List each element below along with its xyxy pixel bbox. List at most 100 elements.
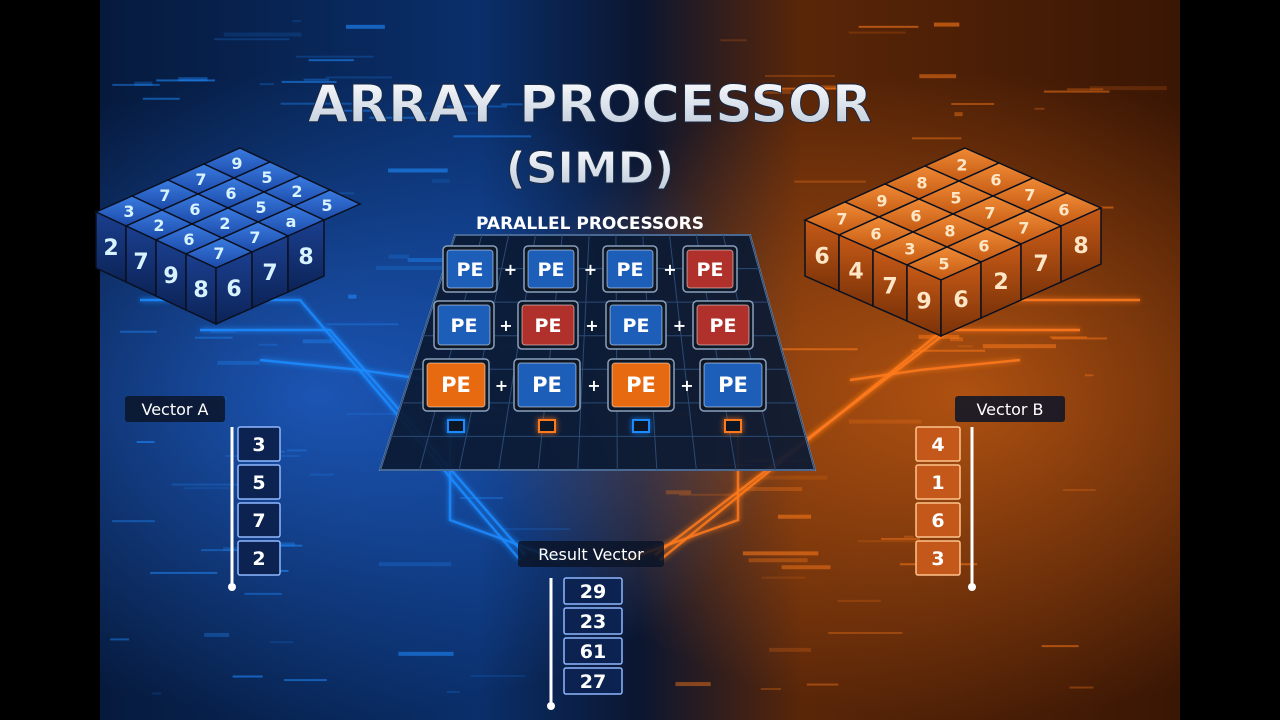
cube-value: 6 <box>189 200 200 219</box>
data-streak <box>949 337 964 342</box>
cube-value: 8 <box>193 278 208 303</box>
data-streak <box>303 78 330 81</box>
cube-value: 7 <box>984 204 995 223</box>
data-streak <box>912 137 962 140</box>
cube-value: 6 <box>953 288 968 313</box>
platform-gridline <box>749 234 816 471</box>
data-streak <box>500 528 571 531</box>
cube-value: 5 <box>261 168 272 187</box>
data-streak <box>470 674 526 677</box>
data-streak <box>312 109 374 112</box>
data-streak <box>982 344 1057 349</box>
data-streak <box>309 473 334 476</box>
data-streak <box>136 441 155 444</box>
data-streak <box>259 83 274 86</box>
data-streak <box>348 294 357 299</box>
pe-output-port <box>724 419 742 433</box>
data-streak <box>142 97 180 100</box>
data-streak <box>398 651 454 656</box>
data-streak <box>794 180 866 183</box>
data-streak <box>748 558 808 563</box>
data-streak <box>903 535 914 538</box>
result-vector-cell <box>563 667 623 695</box>
vector-a-label: Vector A <box>141 400 208 419</box>
data-streak <box>280 102 352 105</box>
vector-b-value: 3 <box>931 548 944 570</box>
grid-label: PARALLEL PROCESSORS <box>476 214 704 234</box>
data-streak <box>857 540 927 543</box>
vector-a-cell <box>237 502 281 538</box>
data-streak <box>858 25 919 28</box>
pe-output-port <box>447 419 465 433</box>
pe-operator: + <box>495 376 508 395</box>
data-streak <box>459 497 504 500</box>
vector-b-cell <box>915 426 961 462</box>
data-streak <box>1063 489 1096 492</box>
cube-value: 7 <box>133 250 148 275</box>
cube-value: 7 <box>836 210 847 229</box>
vector-b-value: 1 <box>931 472 944 494</box>
data-streak <box>308 59 354 62</box>
data-streak <box>110 638 130 641</box>
pe-unit-r2-c1: PE <box>433 300 495 350</box>
platform-gridline <box>458 234 510 471</box>
vector-b-label: Vector B <box>976 400 1043 419</box>
data-streak <box>765 74 835 77</box>
vector-a-cell <box>237 426 281 462</box>
cube-value: 7 <box>882 275 897 300</box>
pe-label: PE <box>617 259 644 281</box>
pe-label: PE <box>626 373 656 397</box>
data-streak <box>933 22 960 27</box>
cube-value: 7 <box>195 170 206 189</box>
data-streak <box>152 692 162 695</box>
cube-value: 6 <box>225 184 236 203</box>
cube-value: 3 <box>123 202 134 221</box>
data-streak <box>1051 337 1107 340</box>
cube-value: 7 <box>1024 186 1035 205</box>
data-streak <box>378 562 452 567</box>
cube-value: 2 <box>219 214 230 233</box>
data-streak <box>954 112 963 117</box>
cube-value: 5 <box>255 198 266 217</box>
pe-label: PE <box>451 315 478 337</box>
pe-chip <box>686 249 734 289</box>
result-vector-label: Result Vector <box>538 545 644 564</box>
data-streak <box>156 79 215 82</box>
data-streak <box>828 631 903 634</box>
vector-a-value: 7 <box>252 510 265 532</box>
vector-a-value: 5 <box>252 472 265 494</box>
data-streak <box>413 112 483 115</box>
pe-unit-r3-c3: PE <box>607 358 675 412</box>
cube-value: 3 <box>904 240 915 259</box>
result-vector-label-box <box>518 541 664 567</box>
vector-b-cell <box>915 464 961 500</box>
cube-value: 8 <box>1073 234 1088 259</box>
data-streak <box>665 490 692 495</box>
pe-label: PE <box>697 259 724 281</box>
data-streak <box>880 537 921 540</box>
data-streak <box>407 258 451 263</box>
data-streak <box>911 349 986 352</box>
data-streak <box>296 55 374 58</box>
pe-operator: + <box>663 260 676 279</box>
data-streak <box>150 571 218 574</box>
cube-value: 6 <box>814 245 829 270</box>
data-streak <box>675 682 711 687</box>
pe-chip <box>611 362 671 408</box>
data-streak <box>134 81 153 86</box>
data-streak <box>781 565 831 570</box>
data-streak <box>1089 86 1167 91</box>
data-streak <box>178 77 208 82</box>
data-streak <box>806 683 839 686</box>
data-streak <box>918 334 960 339</box>
pe-operator: + <box>587 376 600 395</box>
result-vector-cell <box>563 577 623 605</box>
platform-gridline <box>669 234 697 471</box>
data-streak <box>1049 336 1087 339</box>
pe-label: PE <box>710 315 737 337</box>
data-streak <box>678 493 743 496</box>
data-streak <box>217 360 260 365</box>
data-streak <box>244 592 282 595</box>
